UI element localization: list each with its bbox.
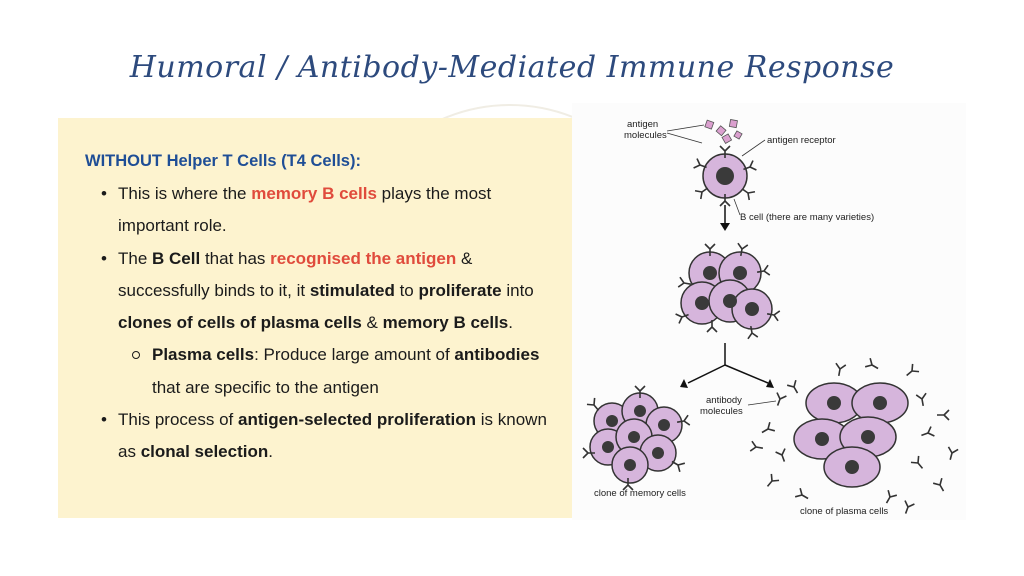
proliferating-cells [680, 251, 773, 330]
section-heading: WITHOUT Helper T Cells (T4 Cells): [85, 152, 361, 170]
diagram-svg: antigen molecules antigen receptor B cel… [582, 119, 959, 517]
antibody-molecules-label: antibody [706, 395, 742, 406]
bullet-memory-b-cells: This is where the memory B cells plays t… [101, 178, 558, 243]
antigen-molecules-label: antigen [627, 119, 658, 130]
antigen-molecules-label-2: molecules [624, 130, 667, 141]
plasma-cell-clone [793, 382, 909, 488]
sub-list: Plasma cells: Produce large amount of an… [118, 339, 558, 404]
b-cell-label: B cell (there are many varieties) [740, 212, 874, 223]
text-panel: WITHOUT Helper T Cells (T4 Cells): This … [58, 118, 572, 518]
memory-clone-label: clone of memory cells [594, 488, 686, 499]
sub-bullet-plasma-cells: Plasma cells: Produce large amount of an… [132, 339, 558, 404]
bullet-list: This is where the memory B cells plays t… [101, 178, 558, 469]
bullet-clonal-selection: This process of antigen-selected prolife… [101, 404, 558, 469]
antigen-receptor-label: antigen receptor [767, 135, 836, 146]
b-cell [692, 145, 758, 207]
page-title: Humoral / Antibody-Mediated Immune Respo… [129, 50, 895, 85]
antibody-molecules-label-2: molecules [700, 406, 743, 417]
clonal-selection-diagram: antigen molecules antigen receptor B cel… [572, 103, 966, 520]
antigen-molecules [704, 119, 743, 145]
plasma-clone-label: clone of plasma cells [800, 506, 888, 517]
memory-cell-clone [589, 392, 683, 484]
bullet-b-cell-proliferation: The B Cell that has recognised the antig… [101, 243, 558, 404]
